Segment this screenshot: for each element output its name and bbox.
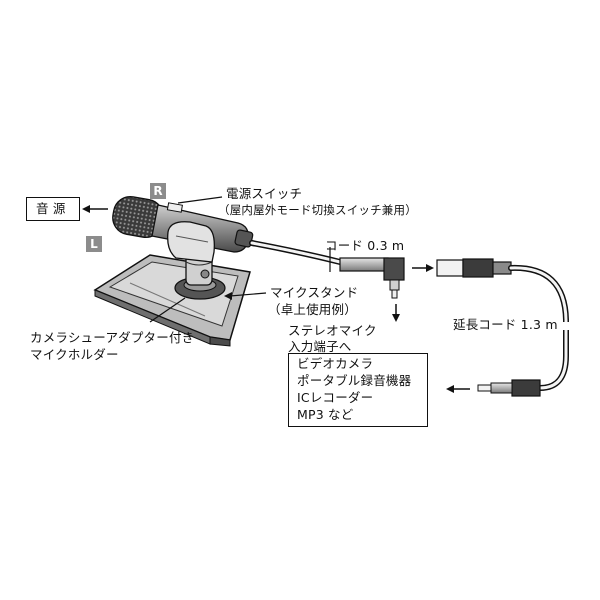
holder-label-line1: カメラシューアダプター付き [30, 330, 195, 345]
devices-box: ビデオカメラ ポータブル録音機器 ICレコーダー MP3 など [288, 353, 428, 427]
device-item: ICレコーダー [297, 390, 374, 405]
mic-stand-sublabel: （卓上使用例） [268, 302, 357, 317]
right-channel-badge: R [150, 183, 166, 199]
arrows [82, 196, 470, 393]
straight-plug [477, 379, 541, 397]
power-switch-label: 電源スイッチ [226, 186, 303, 201]
short-cord-label: コード 0.3 m [325, 238, 405, 253]
stereo-mic-label: ステレオマイク [288, 323, 377, 338]
mic-stand-label: マイクスタンド [270, 285, 359, 300]
device-item: MP3 など [297, 407, 354, 422]
sound-source-box: 音 源 [26, 197, 80, 221]
device-item: ポータブル録音機器 [297, 373, 412, 388]
mic-stand [174, 254, 226, 300]
extension-socket [436, 258, 512, 278]
device-item: ビデオカメラ [297, 356, 374, 371]
extension-cord-label: 延長コード 1.3 m [453, 317, 558, 332]
input-terminal-label: 入力端子へ [288, 339, 352, 354]
microphone-body [112, 195, 254, 263]
holder-label-line2: マイクホルダー [30, 347, 119, 362]
sound-source-label: 音 源 [36, 201, 66, 216]
right-angle-plug [339, 257, 405, 299]
power-switch-sublabel: （屋内屋外モード切換スイッチ兼用） [218, 203, 417, 217]
left-channel-badge: L [86, 236, 102, 252]
